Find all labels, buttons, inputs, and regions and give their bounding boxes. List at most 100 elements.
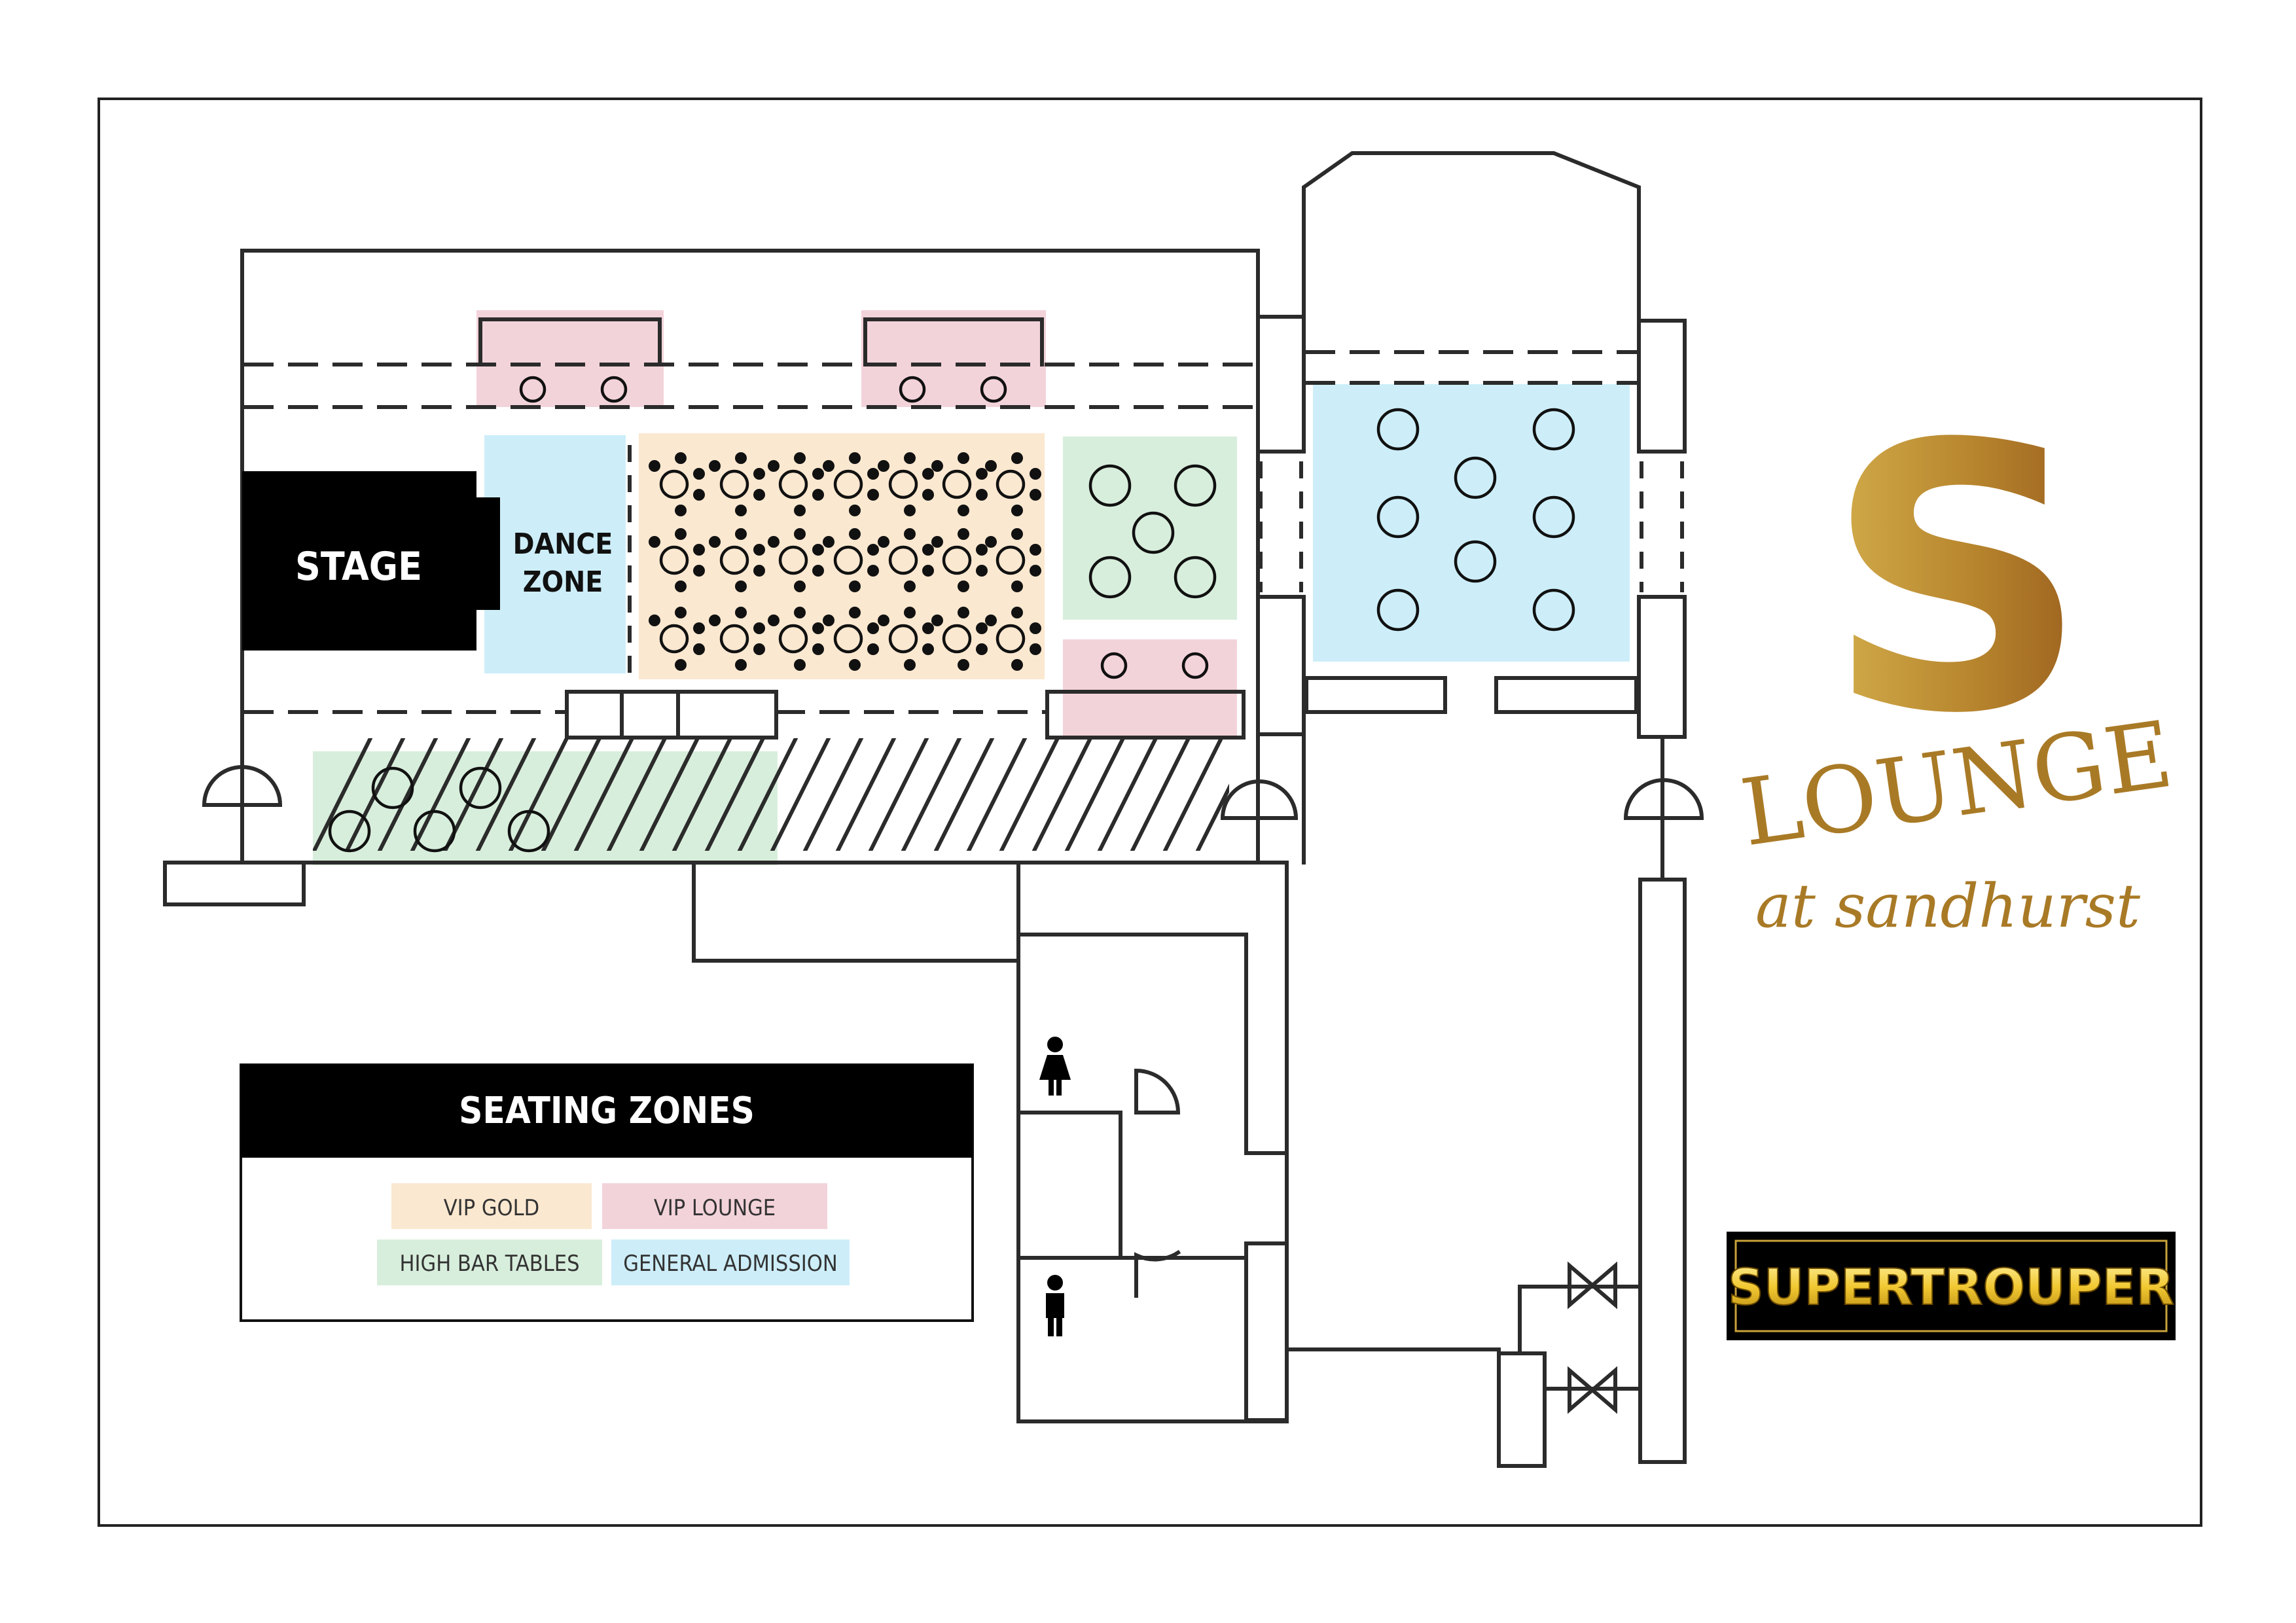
vip-gold-chair xyxy=(1011,607,1023,618)
vip-gold-chair xyxy=(649,615,660,626)
vip-gold-table xyxy=(659,469,689,499)
vip-gold-table xyxy=(778,545,808,575)
vip-gold-chair xyxy=(878,536,889,548)
vip-gold-chair xyxy=(958,505,969,516)
vip-gold-table xyxy=(719,545,749,575)
vip-gold-chair xyxy=(904,452,916,464)
vip-gold-chair xyxy=(849,505,861,516)
vip-gold-table xyxy=(833,624,863,654)
vip-gold-chair xyxy=(931,615,943,626)
stage[interactable]: STAGE xyxy=(242,471,500,651)
vip-gold-chair xyxy=(812,622,824,634)
legend-swatch-high-bar xyxy=(377,1240,602,1285)
vip-gold-chair xyxy=(867,468,879,480)
general-admission-zone[interactable] xyxy=(1313,384,1630,662)
vip-gold-chair xyxy=(753,544,765,556)
vip-gold-chair xyxy=(735,528,747,540)
vip-gold-tables xyxy=(649,452,1041,671)
vip-gold-chair xyxy=(794,505,806,516)
legend-label-vip-gold: VIP GOLD xyxy=(444,1195,539,1221)
vip-gold-table xyxy=(778,469,808,499)
vip-gold-table xyxy=(996,545,1026,575)
vip-gold-chair xyxy=(753,468,765,480)
vip-gold-chair xyxy=(849,659,861,671)
vip-gold-chair xyxy=(867,489,879,501)
vip-gold-chair xyxy=(812,544,824,556)
vip-lounge-zone-1[interactable] xyxy=(476,310,664,407)
vip-gold-chair xyxy=(976,565,988,577)
legend-label-high-bar: HIGH BAR TABLES xyxy=(399,1251,579,1277)
vip-gold-chair xyxy=(693,622,705,634)
vip-gold-chair xyxy=(867,544,879,556)
vip-gold-chair xyxy=(985,460,997,472)
vip-gold-chair xyxy=(849,607,861,618)
vip-gold-chair xyxy=(849,528,861,540)
vip-gold-chair xyxy=(812,643,824,655)
vip-gold-chair xyxy=(649,536,660,548)
vip-gold-chair xyxy=(878,615,889,626)
vip-gold-chair xyxy=(735,659,747,671)
vip-gold-chair xyxy=(958,659,969,671)
vip-gold-chair xyxy=(823,460,834,472)
vip-gold-chair xyxy=(812,468,824,480)
vip-gold-chair xyxy=(693,643,705,655)
vip-gold-chair xyxy=(904,659,916,671)
high-bar-tables xyxy=(328,464,1217,853)
dance-zone[interactable] xyxy=(484,435,626,673)
vip-gold-table xyxy=(659,624,689,654)
vip-gold-table xyxy=(888,469,918,499)
vip-gold-chair xyxy=(693,489,705,501)
vip-gold-chair xyxy=(1030,468,1041,480)
vip-gold-table xyxy=(833,469,863,499)
vip-gold-chair xyxy=(976,622,988,634)
vip-gold-table xyxy=(996,469,1026,499)
vip-gold-chair xyxy=(1030,565,1041,577)
vip-gold-chair xyxy=(904,580,916,592)
female-toilet-icon xyxy=(1039,1037,1071,1096)
hatched-area xyxy=(313,738,1229,851)
vip-gold-chair xyxy=(693,468,705,480)
vip-gold-chair xyxy=(1030,643,1041,655)
vip-gold-chair xyxy=(976,489,988,501)
vip-gold-chair xyxy=(922,544,934,556)
vip-lounge-zone-3[interactable] xyxy=(1063,639,1237,736)
vip-gold-chair xyxy=(922,489,934,501)
walls xyxy=(163,151,1704,1468)
vip-gold-chair xyxy=(958,580,969,592)
vip-gold-table xyxy=(942,545,972,575)
vip-gold-chair xyxy=(958,452,969,464)
dance-zone-label-1: DANCE xyxy=(513,527,613,561)
vip-gold-chair xyxy=(794,580,806,592)
legend-swatch-vip-lounge xyxy=(602,1183,827,1229)
vip-gold-chair xyxy=(735,505,747,516)
vip-gold-table xyxy=(888,545,918,575)
vip-gold-chair xyxy=(904,505,916,516)
vip-lounge-zone-2[interactable] xyxy=(861,310,1046,407)
vip-gold-chair xyxy=(922,643,934,655)
vip-gold-chair xyxy=(1011,505,1023,516)
vip-gold-chair xyxy=(675,580,687,592)
legend-header xyxy=(241,1065,973,1158)
legend-label-vip-lounge: VIP LOUNGE xyxy=(654,1195,776,1221)
vip-gold-chair xyxy=(1011,528,1023,540)
vip-gold-chair xyxy=(931,536,943,548)
vip-gold-chair xyxy=(693,544,705,556)
vip-gold-chair xyxy=(709,460,721,472)
vip-gold-chair xyxy=(958,528,969,540)
vip-gold-chair xyxy=(922,565,934,577)
vip-gold-chair xyxy=(867,622,879,634)
vip-gold-chair xyxy=(922,468,934,480)
vip-gold-chair xyxy=(675,528,687,540)
vip-gold-chair xyxy=(958,607,969,618)
vip-gold-chair xyxy=(823,615,834,626)
vip-gold-chair xyxy=(922,622,934,634)
high-bar-zone-1[interactable] xyxy=(1063,437,1237,620)
vip-gold-chair xyxy=(649,460,660,472)
legend-swatch-general-admission xyxy=(611,1240,850,1285)
vip-gold-chair xyxy=(931,460,943,472)
vip-gold-table xyxy=(833,545,863,575)
vip-gold-chair xyxy=(675,607,687,618)
vip-gold-chair xyxy=(735,580,747,592)
vip-gold-chair xyxy=(1030,489,1041,501)
vip-gold-chair xyxy=(1011,452,1023,464)
